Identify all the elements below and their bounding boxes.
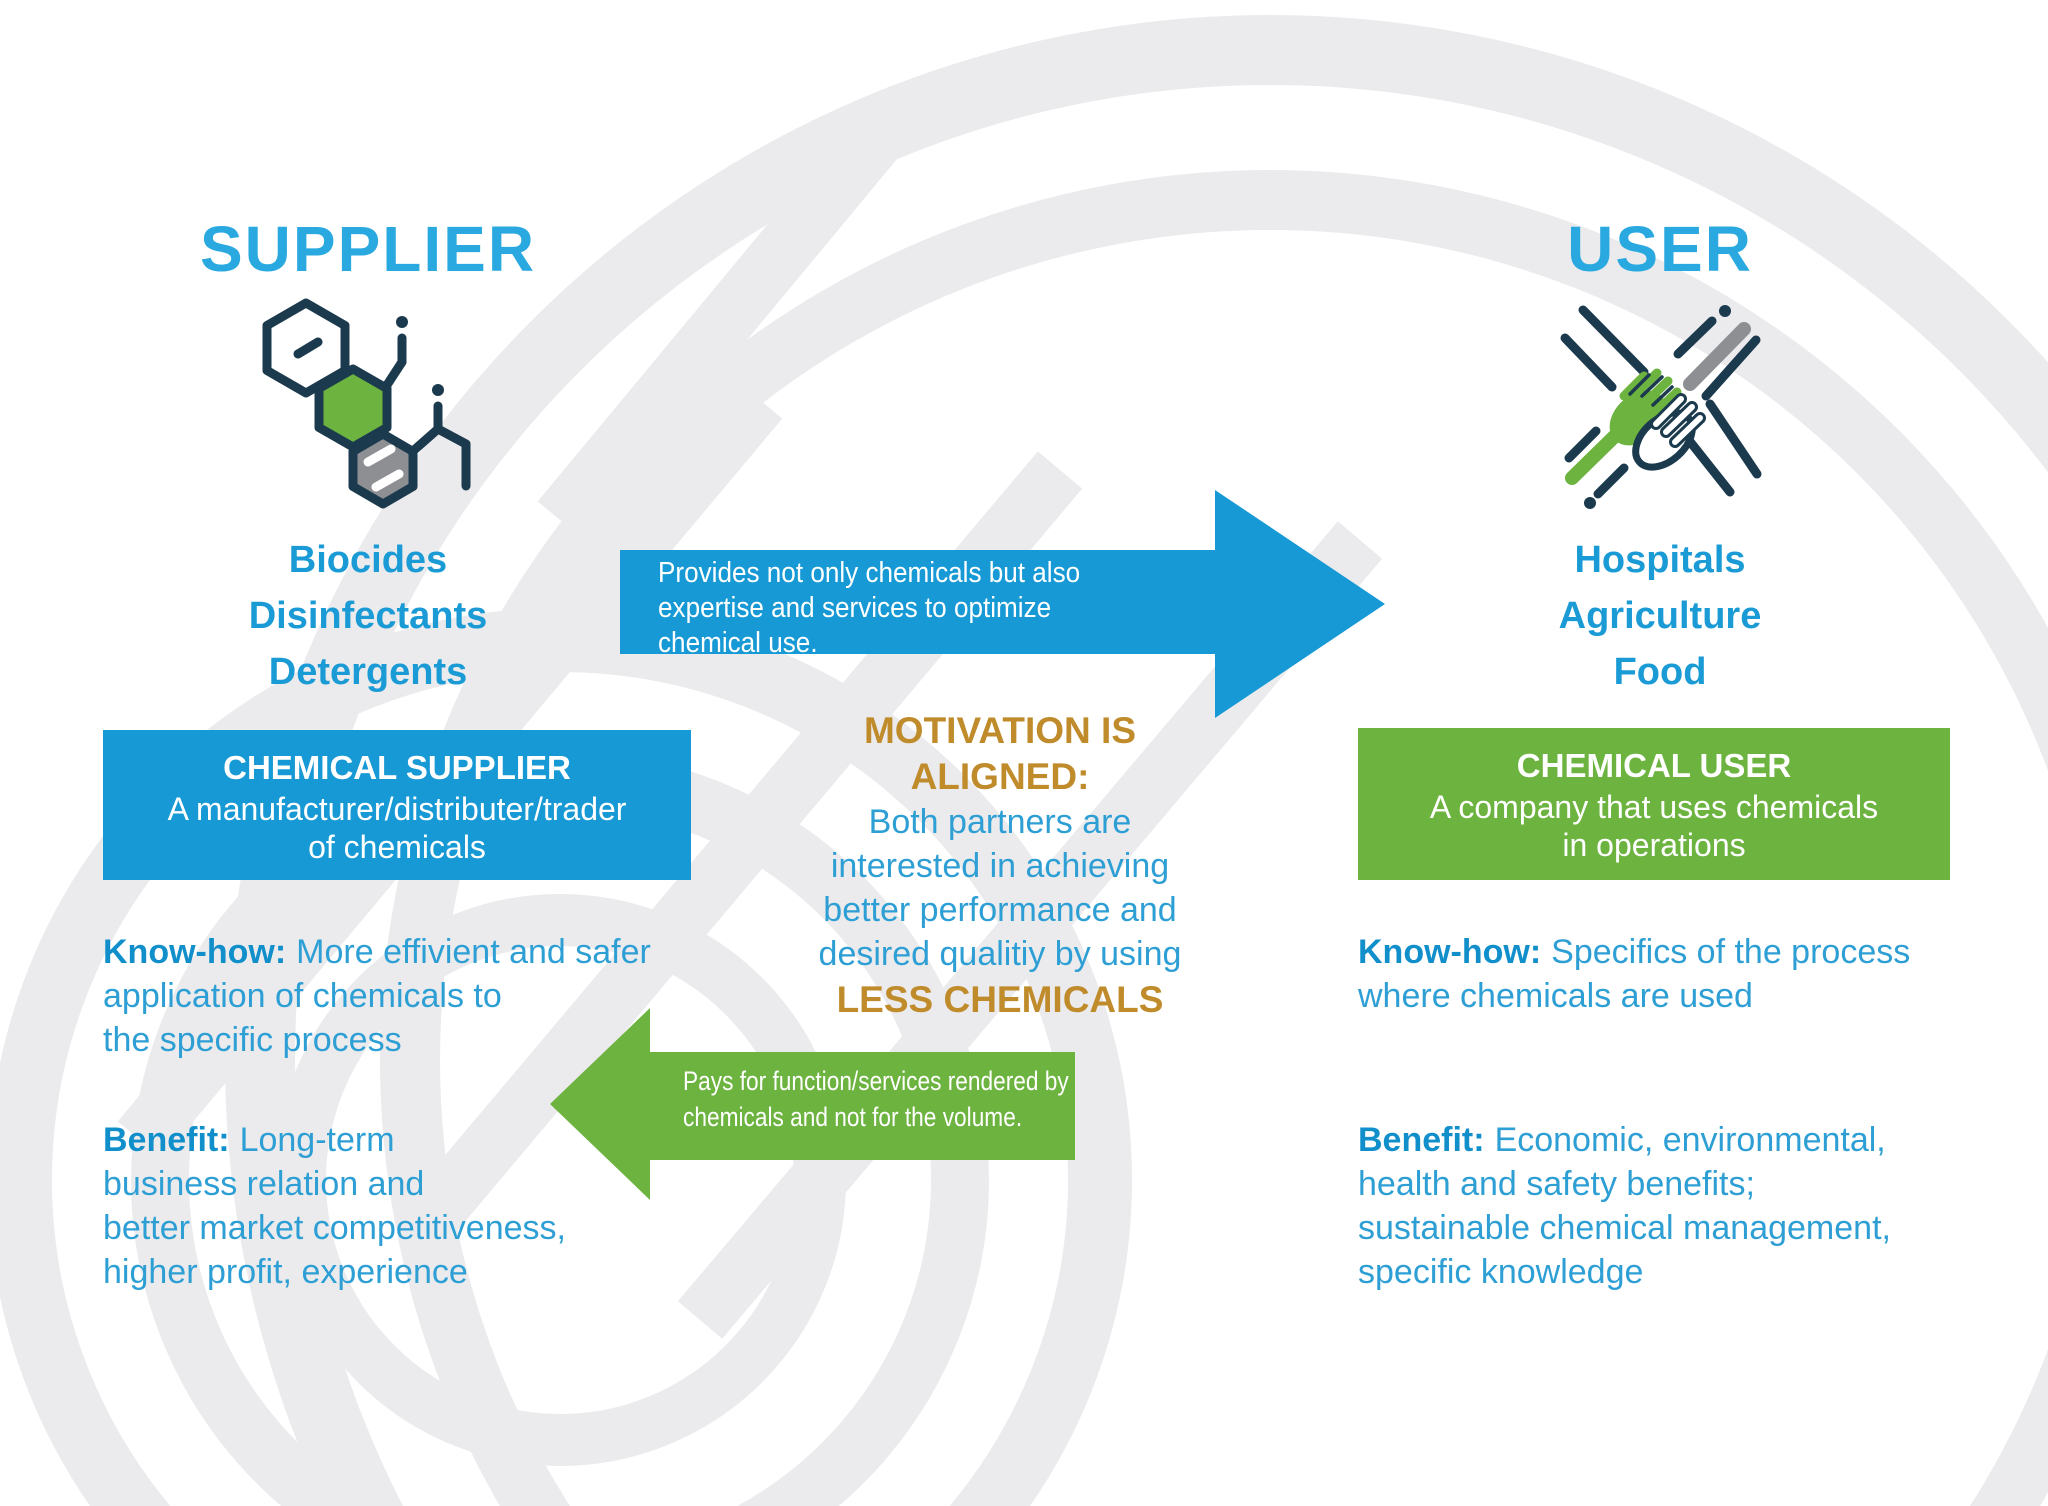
gray-arm xyxy=(1683,322,1751,391)
chemical-supplier-box-title: CHEMICAL SUPPLIER xyxy=(223,749,571,786)
chemical-supplier-box-description: A manufacturer/distributer/trader of che… xyxy=(167,791,627,865)
supplier-benefit-text: Long-term business relation and better m… xyxy=(103,1121,566,1291)
motivation-emphasis: LESS CHEMICALS xyxy=(836,979,1164,1020)
user-title: USER xyxy=(1567,213,1753,285)
right-arrow-shape xyxy=(620,490,1385,718)
hands-arms xyxy=(1560,305,1762,499)
user-industry-item: Agriculture xyxy=(1558,595,1762,637)
green-hand xyxy=(1609,368,1682,446)
chemical-user-box: CHEMICAL USER A company that uses chemic… xyxy=(1358,728,1950,880)
chemical-user-box-title: CHEMICAL USER xyxy=(1516,747,1792,784)
user-knowhow: Know-how:Specifics of the process where … xyxy=(1358,930,2008,1018)
user-to-supplier-arrow-text: Pays for function/services rendered by c… xyxy=(683,1066,1069,1132)
supplier-knowhow: Know-how:More effivient and safer applic… xyxy=(103,930,733,1062)
supplier-product-item: Disinfectants xyxy=(248,595,488,637)
molecule-hexagon-gray xyxy=(348,429,418,509)
chemical-user-box-description: A company that uses chemicals in operati… xyxy=(1429,789,1879,863)
hands-together-icon xyxy=(1560,305,1762,509)
user-industry-item: Food xyxy=(1613,651,1707,693)
user-knowhow-label: Know-how: xyxy=(1358,933,1542,971)
supplier-knowhow-text: More effivient and safer application of … xyxy=(103,933,651,1059)
green-arm xyxy=(1565,424,1627,485)
supplier-product-item: Biocides xyxy=(288,539,448,581)
user-benefit: Benefit:Economic, environmental, health … xyxy=(1358,1118,2008,1294)
supplier-title: SUPPLIER xyxy=(199,213,537,285)
supplier-benefit: Benefit:Long-term business relation and … xyxy=(103,1118,733,1294)
user-industry-item: Hospitals xyxy=(1574,539,1746,581)
user-benefit-text: Economic, environmental, health and safe… xyxy=(1358,1121,1891,1291)
supplier-to-user-arrow-text: Provides not only chemicals but also exp… xyxy=(658,557,1081,659)
user-knowhow-text: Specifics of the process where chemicals… xyxy=(1358,933,1911,1015)
supplier-to-user-arrow xyxy=(620,490,1385,718)
molecule-bonds xyxy=(382,333,471,491)
motivation-block: MOTIVATION IS ALIGNED: Both partners are… xyxy=(770,708,1230,1024)
user-benefit-label: Benefit: xyxy=(1358,1121,1485,1159)
supplier-products-list: Biocides Disinfectants Detergents xyxy=(143,532,593,700)
molecule-icon xyxy=(262,298,471,509)
motivation-heading: MOTIVATION IS ALIGNED: xyxy=(863,710,1136,797)
user-industries-list: Hospitals Agriculture Food xyxy=(1435,532,1885,700)
chemical-supplier-box: CHEMICAL SUPPLIER A manufacturer/distrib… xyxy=(103,730,691,880)
motivation-body: Both partners are interested in achievin… xyxy=(818,803,1182,973)
white-hand xyxy=(1632,393,1706,471)
supplier-knowhow-label: Know-how: xyxy=(103,933,287,971)
supplier-product-item: Detergents xyxy=(268,651,468,693)
user-to-supplier-arrow xyxy=(550,1008,1075,1200)
supplier-benefit-label: Benefit: xyxy=(103,1121,230,1159)
left-arrow-shape xyxy=(550,1008,1075,1200)
